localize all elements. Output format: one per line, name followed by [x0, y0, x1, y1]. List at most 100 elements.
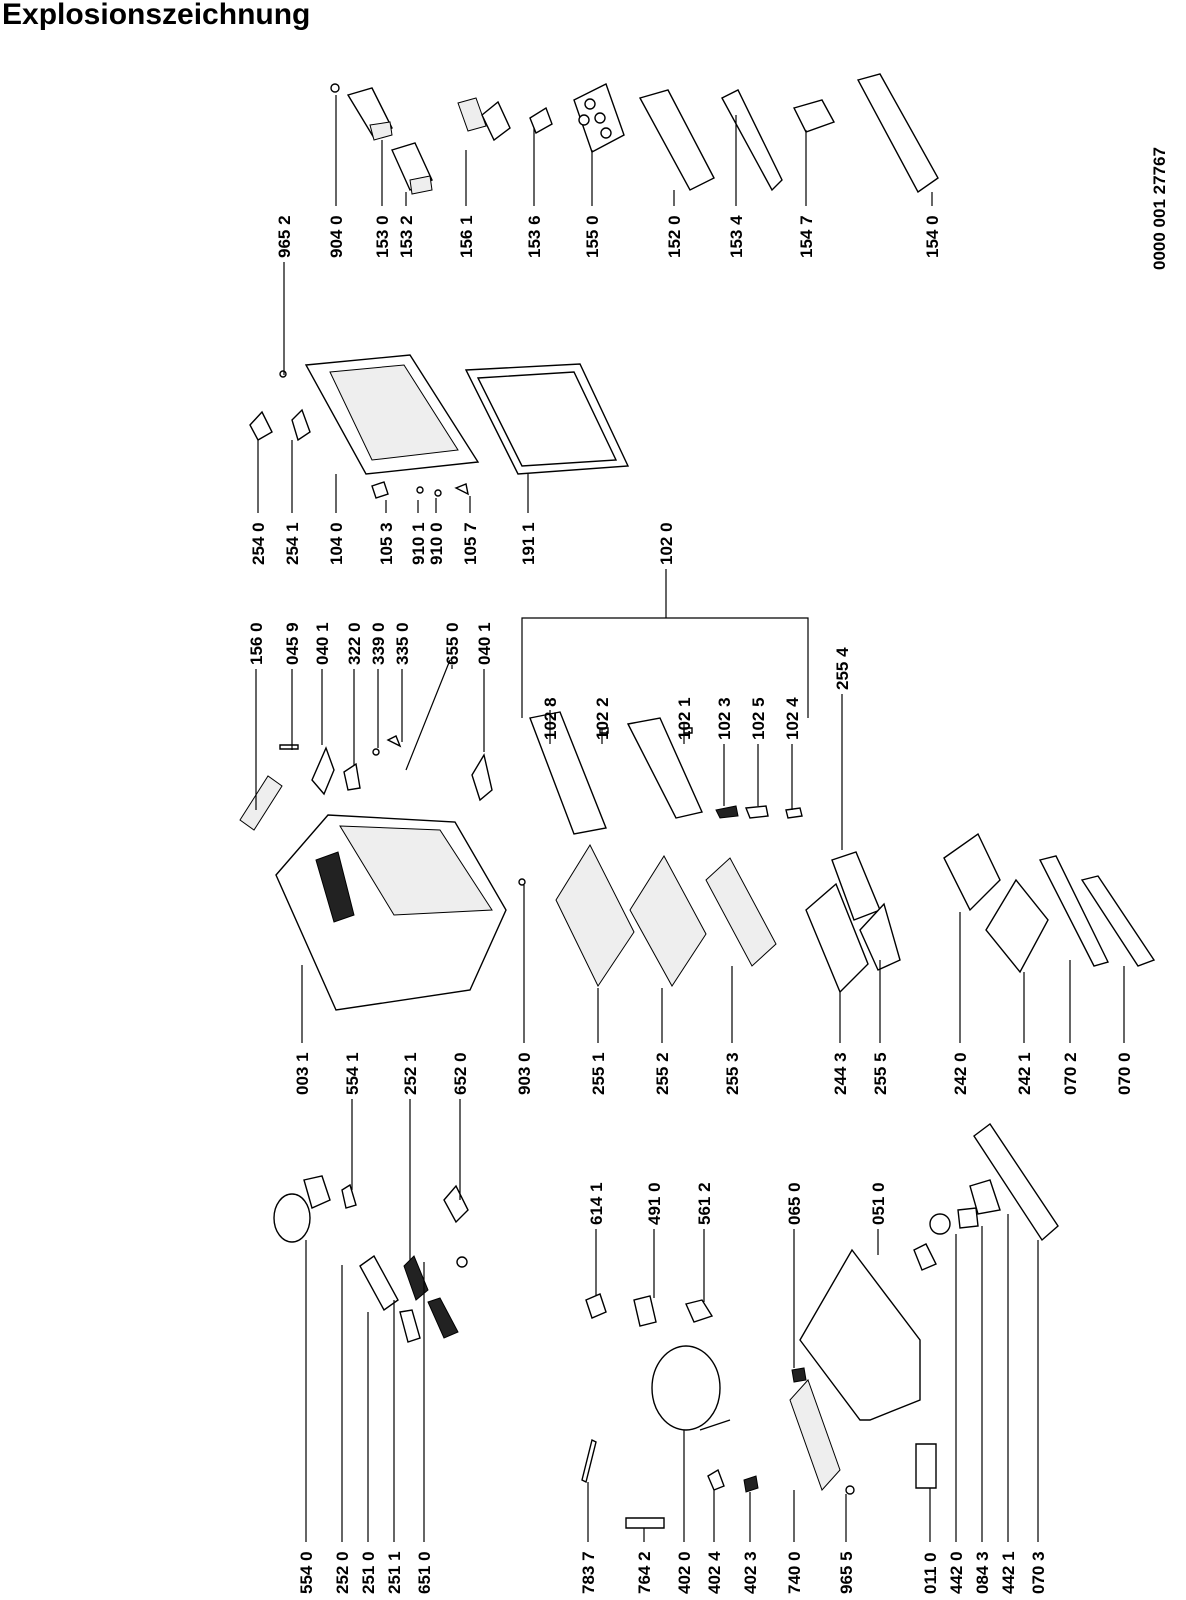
- part-904-0-shape: [330, 83, 340, 93]
- part-label-255-2-41: 255 2: [653, 1052, 672, 1095]
- part-illustrations: [239, 73, 1156, 1529]
- part-label-910-1-15: 910 1: [409, 522, 428, 565]
- part-070-0-shape: [1080, 875, 1156, 967]
- part-003-1-shape: [275, 814, 507, 1011]
- part-153-6-shape: [529, 106, 553, 135]
- part-label-070-3-70: 070 3: [1029, 1551, 1048, 1594]
- part-255-5-shape: [859, 902, 901, 971]
- part-105-3-shape: [371, 481, 389, 499]
- part-label-153-0-2: 153 0: [373, 215, 392, 258]
- part-335-0-shape: [386, 735, 402, 748]
- part-label-242-0-45: 242 0: [951, 1052, 970, 1095]
- part-156-0-shape: [239, 775, 283, 831]
- part-152-0-shape: [638, 89, 715, 191]
- part-label-252-0-55: 252 0: [333, 1551, 352, 1594]
- part-label-105-7-17: 105 7: [461, 522, 480, 565]
- part-903-0-shape: [518, 878, 526, 886]
- part-label-339-0-24: 339 0: [369, 622, 388, 665]
- part-label-254-0-11: 254 0: [249, 522, 268, 565]
- part-104-0-shape: [304, 354, 480, 475]
- part-label-153-2-3: 153 2: [397, 215, 416, 258]
- part-label-561-2-51: 561 2: [695, 1182, 714, 1225]
- part-965-5-shape: [845, 1485, 855, 1495]
- part-label-783-7-59: 783 7: [579, 1551, 598, 1594]
- part-045-9-shape: [279, 744, 299, 750]
- part-156-1-shape: [457, 97, 511, 142]
- part-191-1-shape: [464, 363, 630, 475]
- part-label-065-0-52: 065 0: [785, 1182, 804, 1225]
- part-652-0-shape: [443, 1184, 469, 1224]
- part-442-1-shape: [969, 1179, 1001, 1215]
- part-label-040-1-22: 040 1: [313, 622, 332, 665]
- part-label-102-0-19: 102 0: [657, 522, 676, 565]
- part-764-2-shape: [625, 1517, 665, 1529]
- part-label-655-0-26: 655 0: [443, 622, 462, 665]
- part-255-2-shape: [629, 855, 707, 987]
- part-label-104-0-13: 104 0: [327, 522, 346, 565]
- part-070-2-shape: [1038, 855, 1109, 967]
- part-102-3-shape: [715, 805, 739, 819]
- part-label-070-2-47: 070 2: [1061, 1052, 1080, 1095]
- part-040-1-shape: [311, 746, 335, 796]
- part-label-402-4-62: 402 4: [705, 1551, 724, 1594]
- part-label-255-4-34: 255 4: [833, 647, 852, 690]
- part-102-4-shape: [785, 807, 803, 819]
- part-label-051-0-53: 051 0: [869, 1182, 888, 1225]
- part-065-0-shape: [791, 1367, 807, 1383]
- page-title: Explosionszeichnung: [2, 0, 311, 31]
- part-label-614-1-49: 614 1: [587, 1182, 606, 1225]
- part-402-3-shape: [743, 1475, 759, 1493]
- part-label-155-0-6: 155 0: [583, 215, 602, 258]
- part-244-3-shape: [805, 882, 869, 994]
- part-339-0-shape: [372, 748, 380, 756]
- part-label-554-0-54: 554 0: [297, 1551, 316, 1594]
- part-154-0-shape: [856, 73, 939, 194]
- part-label-102-5-32: 102 5: [749, 697, 768, 740]
- part-label-255-3-42: 255 3: [723, 1052, 742, 1095]
- part-label-102-2-29: 102 2: [593, 697, 612, 740]
- part-label-322-0-23: 322 0: [345, 622, 364, 665]
- part-label-442-1-69: 442 1: [999, 1551, 1018, 1594]
- part-491-0-shape: [633, 1295, 657, 1327]
- part-label-910-0-16: 910 0: [427, 522, 446, 565]
- part-051-0-shape: [799, 1248, 921, 1421]
- part-label-554-1-36: 554 1: [343, 1052, 362, 1095]
- part-label-003-1-35: 003 1: [293, 1052, 312, 1095]
- part-322-0-shape: [343, 762, 361, 791]
- part-label-903-0-39: 903 0: [515, 1052, 534, 1095]
- part-254-0-shape: [249, 410, 273, 441]
- part-242-0-shape: [943, 832, 1001, 912]
- part-label-102-4-33: 102 4: [783, 697, 802, 740]
- part-084-3-shape: [957, 1207, 979, 1229]
- part-252-1-shape: [403, 1255, 429, 1301]
- part-154-7-shape: [792, 99, 836, 133]
- part-040-1b-shape: [471, 753, 493, 802]
- part-label-255-1-40: 255 1: [589, 1052, 608, 1095]
- part-011-0-shape: [915, 1443, 937, 1489]
- part-label-740-0-64: 740 0: [785, 1551, 804, 1594]
- part-label-156-0-20: 156 0: [247, 622, 266, 665]
- part-614-1-shape: [585, 1293, 607, 1319]
- group-bracket-102-0: [521, 600, 809, 718]
- part-label-045-9-21: 045 9: [283, 622, 302, 665]
- part-442-1-part-shape: [913, 1243, 937, 1271]
- part-label-251-0-56: 251 0: [359, 1551, 378, 1594]
- part-153-4-shape: [721, 89, 783, 192]
- part-label-156-1-4: 156 1: [457, 215, 476, 258]
- part-783-7-shape: [581, 1438, 597, 1484]
- part-153-2-shape: [391, 142, 433, 195]
- part-251-0-shape: [399, 1309, 421, 1343]
- part-740-0-shape: [789, 1379, 841, 1491]
- part-label-764-2-60: 764 2: [635, 1551, 654, 1594]
- part-402-0-shape: [651, 1345, 731, 1431]
- part-651-0-shape: [456, 1256, 468, 1268]
- part-label-402-3-63: 402 3: [741, 1551, 760, 1594]
- part-910-0-shape: [434, 489, 442, 497]
- part-554-0-shape: [273, 1175, 331, 1243]
- part-label-152-0-7: 152 0: [665, 215, 684, 258]
- part-242-1-shape: [985, 878, 1049, 974]
- part-442-0-shape: [929, 1213, 951, 1235]
- part-label-335-0-25: 335 0: [393, 622, 412, 665]
- part-561-2-shape: [685, 1299, 714, 1323]
